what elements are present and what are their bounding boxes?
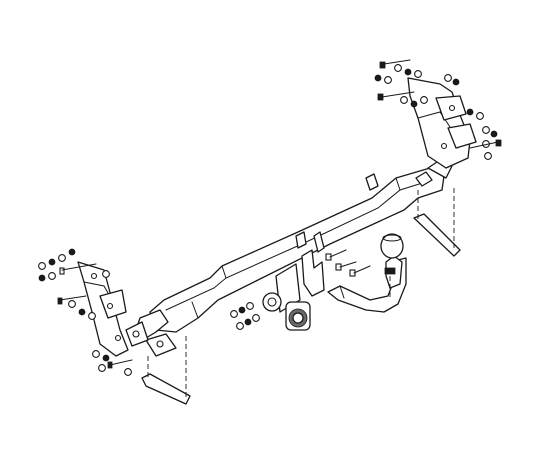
tow-ball <box>327 233 407 313</box>
bracket-right <box>407 77 477 169</box>
fasteners <box>38 59 502 376</box>
assembly-lines <box>147 188 455 398</box>
strap-left <box>141 373 191 405</box>
crossbeam <box>125 159 453 357</box>
socket-plate <box>262 231 325 313</box>
socket <box>285 301 311 331</box>
strap-right <box>413 213 461 257</box>
bracket-left <box>77 261 129 357</box>
